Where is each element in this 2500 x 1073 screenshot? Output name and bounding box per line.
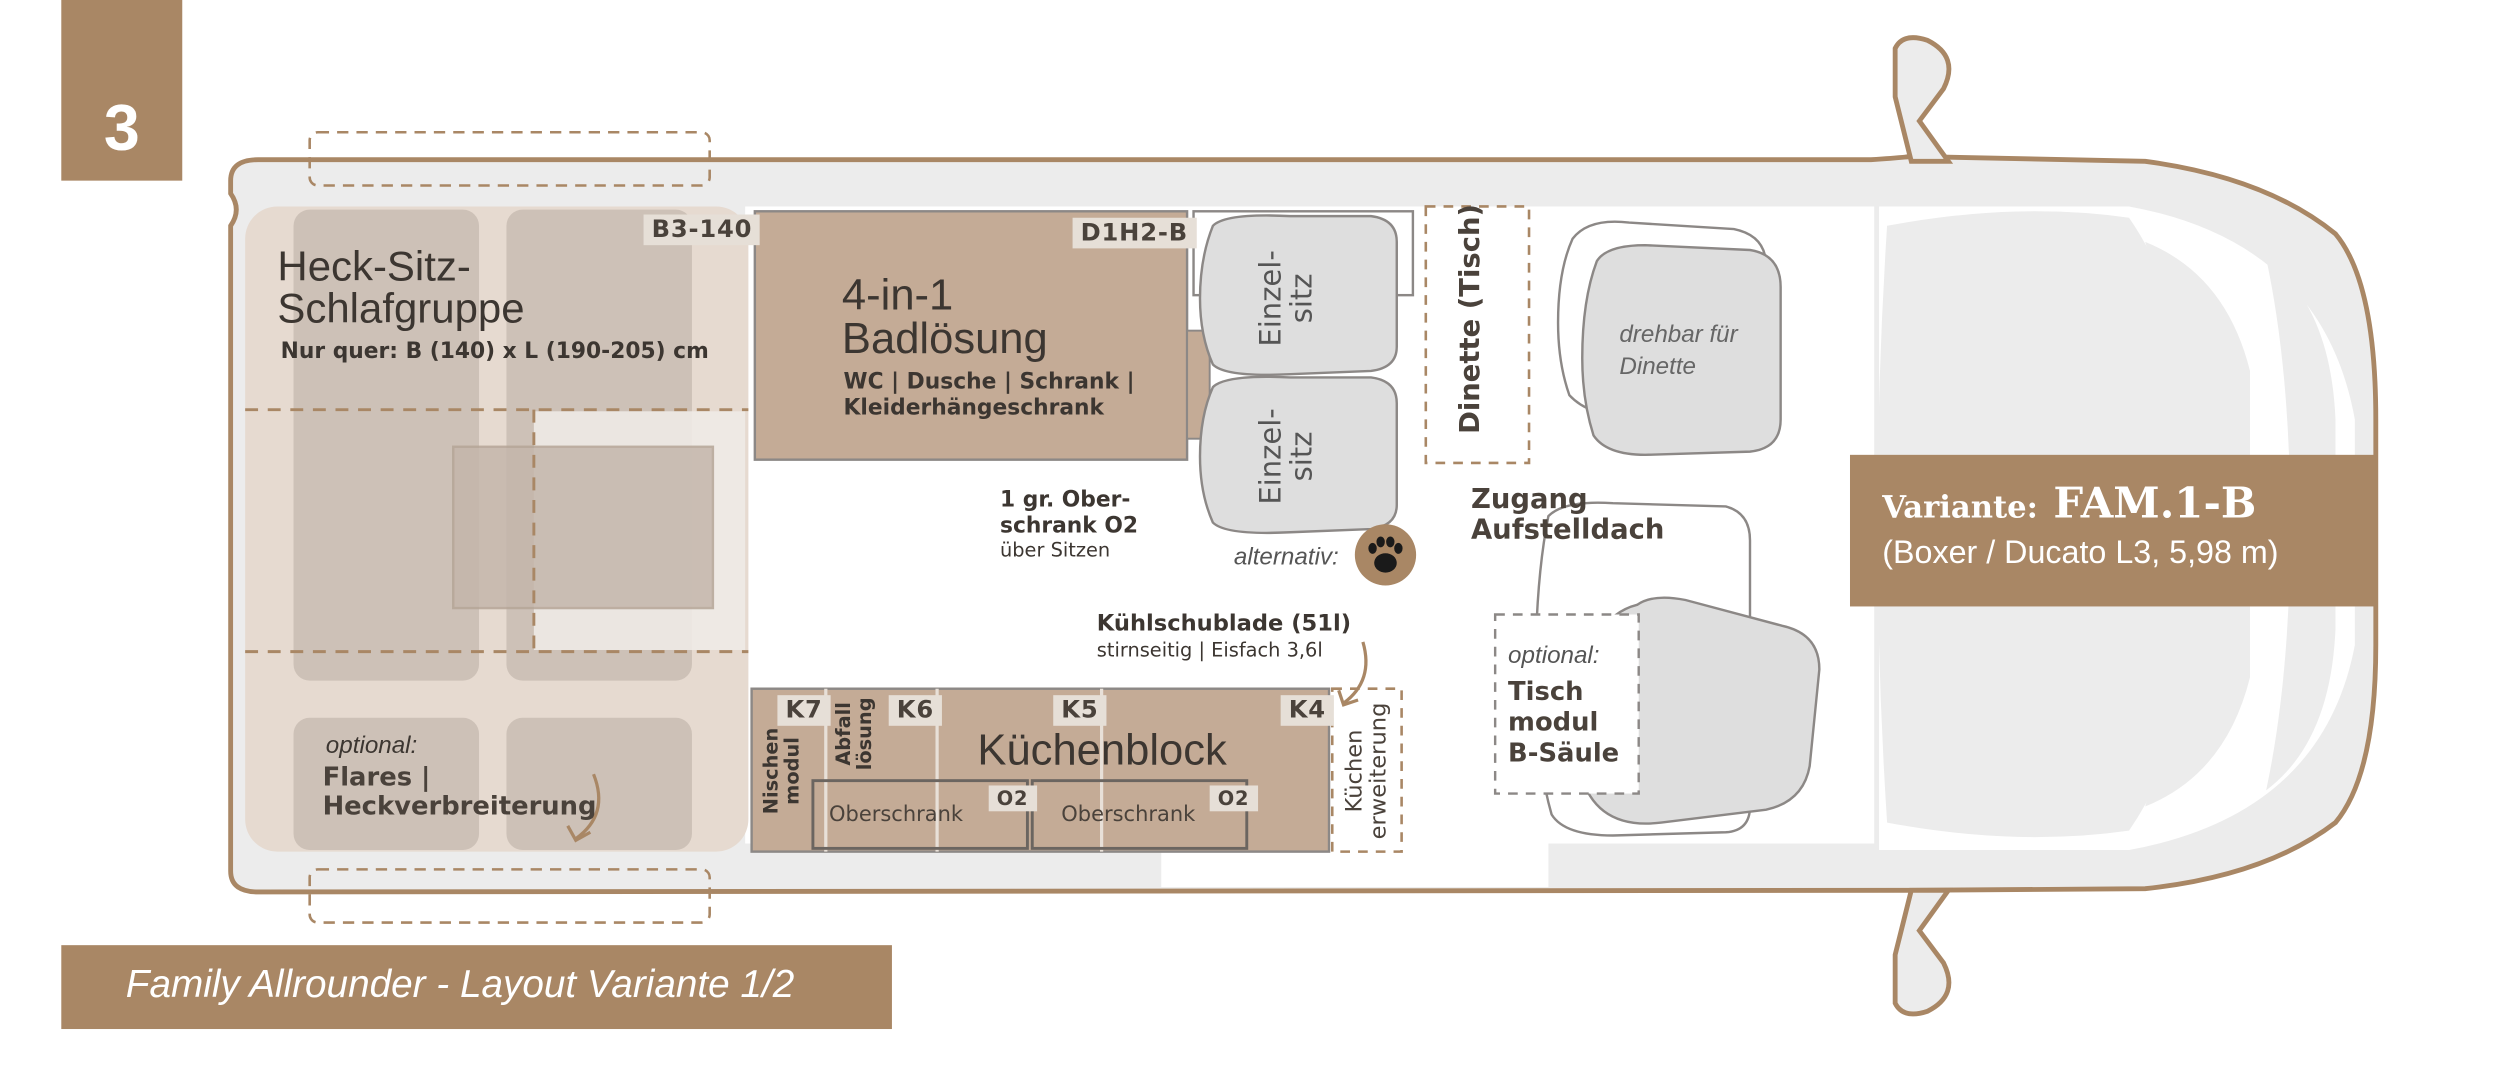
niche-line1: Nischen <box>759 727 783 815</box>
single-seat-top <box>1198 214 1398 377</box>
fridge-sub: stirnseitig | Eisfach 3,6l <box>1096 638 1323 662</box>
upper-cabinet-left <box>811 779 1029 850</box>
single-seat-top-line1: Einzel- <box>1254 250 1289 347</box>
extension-line2: erweiterung <box>1365 702 1392 840</box>
rear-seat-left <box>293 209 480 681</box>
single-seat-bottom-line1: Einzel- <box>1254 408 1289 505</box>
single-seat-top-line2: sitz <box>1285 273 1320 324</box>
kitchen-k5-tag: K5 <box>1053 695 1107 726</box>
upper-cabinet-right-o2: O2 <box>1209 785 1258 812</box>
kitchen-title: Küchenblock <box>977 725 1227 775</box>
bathroom-tag: D1H2-B <box>1072 217 1197 249</box>
upper-cabinet-line2: schrank O2 <box>999 512 1139 539</box>
upper-cabinet-left-o2: O2 <box>988 785 1037 812</box>
rear-group-title-2: Schlafgruppe <box>277 283 525 333</box>
upper-cabinet-line3: über Sitzen <box>999 538 1111 562</box>
rear-group-dims: Nur quer: B (140) x L (190-205) cm <box>280 338 709 365</box>
flares-optional: optional: <box>325 732 418 760</box>
single-seat-top-label: Einzel- sitz <box>1254 242 1339 355</box>
variant-panel-bg <box>1849 454 2376 607</box>
rear-seat-right-bottom <box>506 717 692 850</box>
mirror-top <box>1892 35 1954 164</box>
bathroom-title-2: Badlösung <box>841 314 1048 363</box>
alternative-label: alternativ: <box>1233 543 1339 571</box>
variant-vehicle: (Boxer / Ducato L3, 5,98 m) <box>1882 535 2279 571</box>
roof-access-1: Zugang <box>1470 483 1588 517</box>
table-module-line2: modul <box>1508 706 1599 738</box>
table-panel <box>452 445 715 610</box>
mirror-bottom <box>1892 887 1954 1017</box>
upper-cabinet-right <box>1030 779 1249 850</box>
rear-seat-left-bottom <box>293 717 480 850</box>
table-module-line1: Tisch <box>1508 675 1584 707</box>
kitchen-block <box>750 687 1331 853</box>
bathroom-block <box>753 210 1189 461</box>
driver-seat-top-cushion <box>1581 243 1782 457</box>
flares-label-2: Heckverbreiterung <box>322 790 597 821</box>
dinette-table <box>1424 205 1531 465</box>
bathroom-title-1: 4-in-1 <box>841 270 954 320</box>
roof-access-2: Aufstelldach <box>1470 514 1665 547</box>
table-module-outline <box>1493 613 1640 795</box>
single-seat-bottom-label: Einzel- sitz <box>1254 400 1339 513</box>
swivel-label-1: drehbar für <box>1619 320 1738 349</box>
waste-label: Abfall lösung <box>832 694 882 775</box>
bathroom-sub-1: WC | Dusche | Schrank | <box>843 369 1135 396</box>
footer-title: Family Allrounder - Layout Variante 1/2 <box>125 962 795 1007</box>
rear-group-title-1: Heck-Sitz- <box>277 241 471 291</box>
variant-code: FAM.1-B <box>2053 480 2257 530</box>
layout-number: 3 <box>103 93 140 165</box>
rear-group-tag: B3-140 <box>643 214 761 246</box>
kitchen-k6-tag: K6 <box>888 695 943 726</box>
kitchen-extension-label: Küchen erweiterung <box>1341 698 1392 843</box>
flare-top <box>308 130 711 187</box>
flare-bottom <box>308 868 711 924</box>
flare-arrow <box>574 773 601 841</box>
niche-module-label: Nischen modul <box>759 726 813 816</box>
upper-cabinet-left-label: Oberschrank <box>829 803 964 828</box>
variant-heading: Variante: FAM.1-B <box>1882 484 2256 526</box>
number-badge-bg <box>61 0 183 181</box>
dinette-label: Dinette (Tisch) <box>1454 203 1488 434</box>
waste-line1: Abfall <box>832 702 855 766</box>
waste-line2: lösung <box>852 697 876 771</box>
kitchen-k4-tag: K4 <box>1280 695 1334 726</box>
swivel-label-2: Dinette <box>1619 353 1697 381</box>
paw-icon <box>1368 536 1403 573</box>
extension-line1: Küchen <box>1341 729 1368 813</box>
variant-prefix: Variante: <box>1882 490 2038 526</box>
bathroom-sub-2: Kleiderhängeschrank <box>843 395 1105 421</box>
kitchen-k7-tag: K7 <box>777 695 831 726</box>
flares-label-1: Flares | <box>322 761 431 792</box>
single-seat-bottom <box>1198 375 1398 535</box>
kitchen-extension <box>1330 687 1403 853</box>
footer-title-bg <box>61 945 892 1030</box>
upper-cabinet-line1: 1 gr. Ober- <box>999 487 1131 513</box>
single-seat-bottom-line2: sitz <box>1285 431 1320 482</box>
table-module-line3: B-Säule <box>1508 737 1620 768</box>
table-module-optional: optional: <box>1508 641 1600 670</box>
fridge-arrow <box>1342 641 1368 705</box>
upper-cabinet-right-label: Oberschrank <box>1061 803 1196 828</box>
niche-line2: modul <box>779 737 803 805</box>
fridge-title: Kühlschublade (51l) <box>1096 611 1352 638</box>
